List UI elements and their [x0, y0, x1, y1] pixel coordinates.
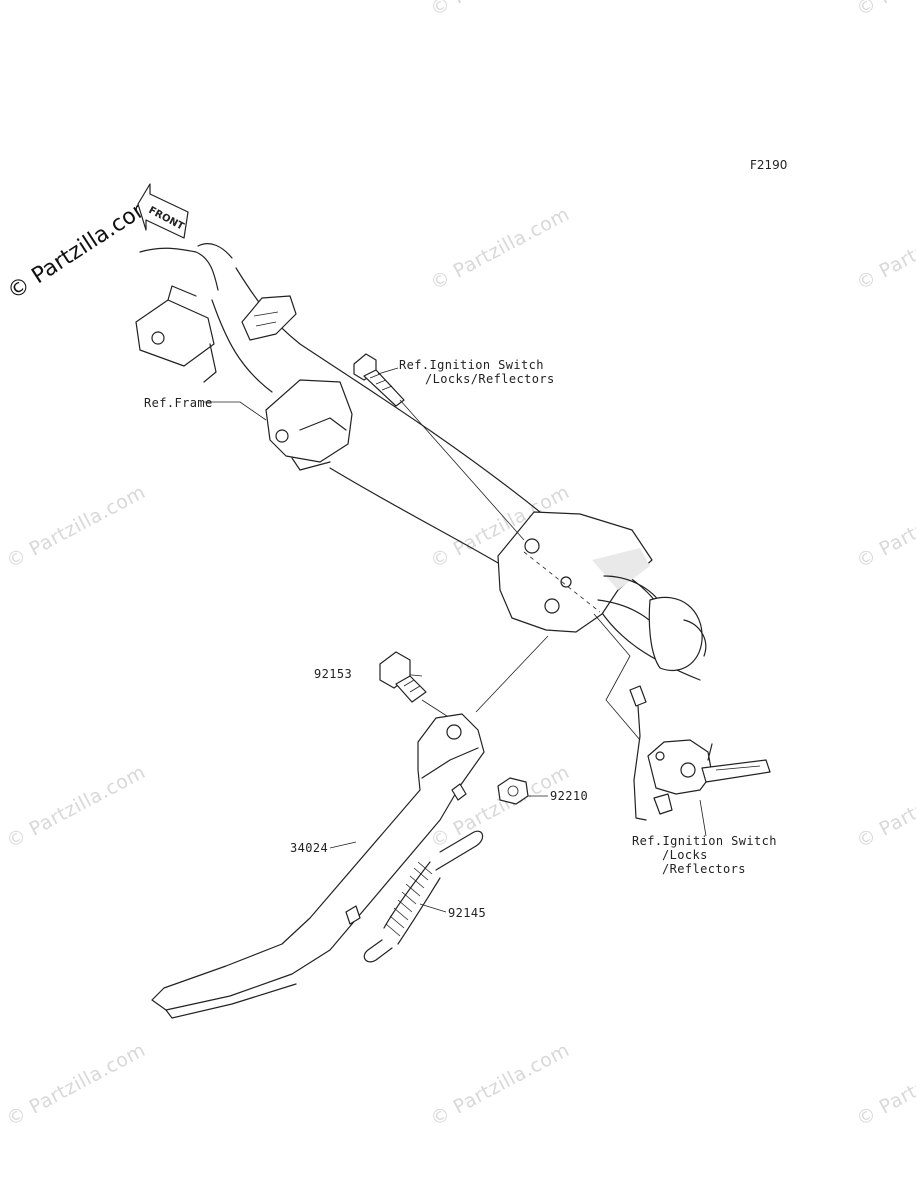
label-92153: 92153: [314, 667, 353, 681]
label-ref-ignition-bottom: Ref.Ignition Switch /Locks /Reflectors: [632, 834, 777, 876]
leader-lines: [204, 367, 707, 913]
label-line: /Reflectors: [662, 862, 746, 876]
side-stand-34024: [151, 713, 485, 1019]
frame-tube: [135, 243, 707, 681]
bolt-ref-ignition: [353, 353, 405, 407]
label-34024: 34024: [290, 841, 329, 855]
label-ref-frame: Ref.Frame: [144, 396, 213, 410]
label-line: Ref.Ignition Switch: [399, 358, 544, 372]
front-arrow-icon: FRONT: [137, 183, 189, 239]
spring-92145: [363, 830, 484, 963]
nut-92210: [497, 777, 529, 805]
label-line: /Locks: [662, 848, 708, 862]
bolt-92153: [379, 651, 427, 703]
label-line: Ref.Ignition Switch: [632, 834, 777, 848]
figure-code: F2190: [750, 158, 788, 172]
label-92145: 92145: [448, 906, 487, 920]
label-line: /Locks/Reflectors: [425, 372, 555, 386]
side-stand-switch-assembly: [629, 685, 771, 821]
label-92210: 92210: [550, 789, 589, 803]
label-ref-ignition-top: Ref.Ignition Switch /Locks/Reflectors: [399, 358, 555, 386]
